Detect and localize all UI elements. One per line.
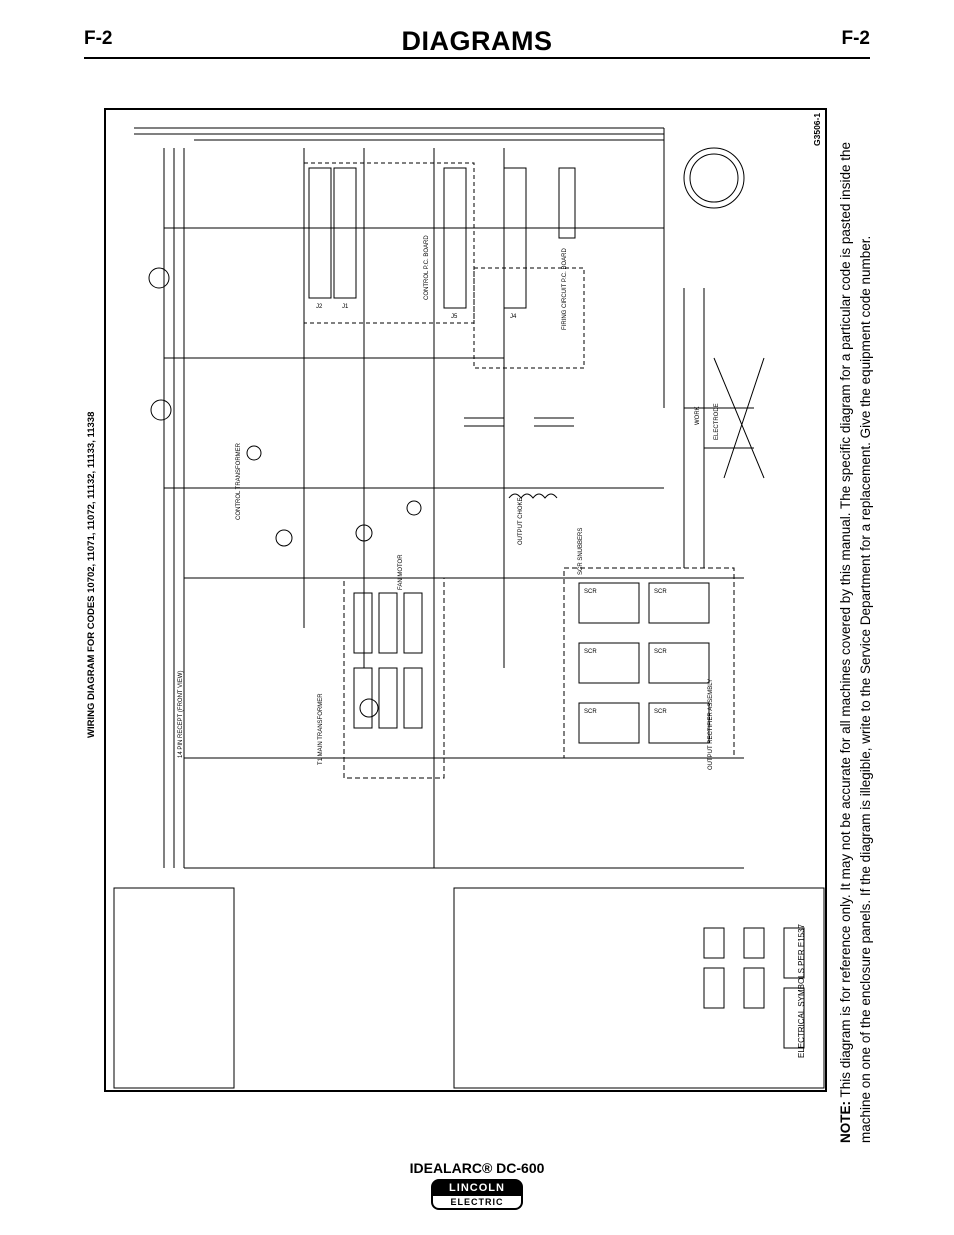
note-text-1: This diagram is for reference only. It m… <box>838 142 853 1098</box>
lincoln-electric-logo: LINCOLN ELECTRIC <box>431 1179 523 1219</box>
section-code-right: F-2 <box>841 28 871 49</box>
page-header: F-2 DIAGRAMS F-2 <box>84 26 870 56</box>
svg-text:J2: J2 <box>316 304 323 310</box>
svg-text:J4: J4 <box>510 314 517 320</box>
diagram-title: WIRING DIAGRAM FOR CODES 10702, 11071, 1… <box>86 411 97 738</box>
label-main-transformer: T1 MAIN TRANSFORMER <box>318 693 324 765</box>
svg-text:SCR: SCR <box>584 589 597 595</box>
note-line-2: machine on one of the enclosure panels. … <box>858 235 873 1143</box>
label-output-choke: OUTPUT CHOKE <box>518 497 524 545</box>
label-electrode: ELECTRODE <box>714 403 720 440</box>
label-fan-motor: FAN MOTOR <box>398 554 404 590</box>
section-code-left: F-2 <box>84 28 113 49</box>
wiring-diagram-frame <box>104 108 827 1092</box>
svg-text:SCR: SCR <box>584 649 597 655</box>
label-receptacle: 14 PIN RECEPT (FRONT VIEW) <box>178 670 184 758</box>
label-output-rectifier: OUTPUT RECTIFIER ASSEMBLY <box>708 678 714 770</box>
product-name: IDEALARC® DC-600 <box>409 1160 545 1176</box>
svg-text:SCR: SCR <box>584 709 597 715</box>
svg-text:SCR: SCR <box>654 709 667 715</box>
page-title: DIAGRAMS <box>401 26 553 56</box>
svg-text:SCR: SCR <box>654 589 667 595</box>
label-control-transformer: CONTROL TRANSFORMER <box>236 442 242 520</box>
header-rule <box>84 57 870 59</box>
label-firing-board: FIRING CIRCUIT P.C. BOARD <box>562 248 568 330</box>
label-control-board: CONTROL P.C. BOARD <box>424 235 430 300</box>
svg-text:J5: J5 <box>451 314 458 320</box>
document-code: G3506-1 <box>812 112 822 146</box>
label-scr-snubbers: SCR SNUBBERS <box>578 527 584 575</box>
note-line-1: NOTE: This diagram is for reference only… <box>838 142 853 1143</box>
svg-text:SCR: SCR <box>654 649 667 655</box>
logo-top-text: LINCOLN <box>431 1179 523 1196</box>
svg-text:J1: J1 <box>342 304 349 310</box>
logo-bottom-text: ELECTRIC <box>431 1196 523 1210</box>
wiring-diagram: J2 J1 J5 J4 SCR SCR SCR SCR SCR SCR <box>113 127 825 1089</box>
note-label: NOTE: <box>838 1101 853 1143</box>
label-work: WORK <box>695 406 701 425</box>
symbols-note: ELECTRICAL SYMBOLS PER E1537 <box>797 924 806 1058</box>
